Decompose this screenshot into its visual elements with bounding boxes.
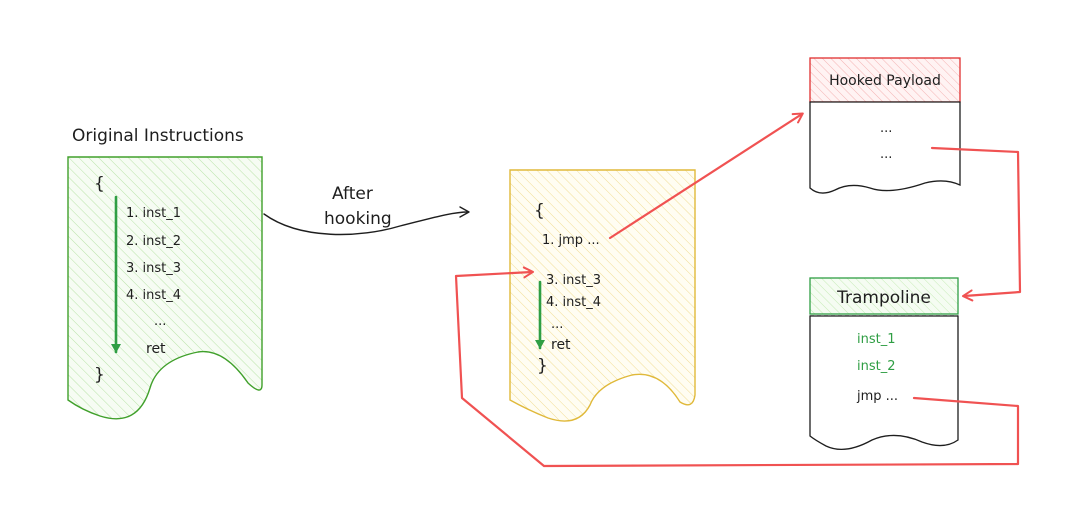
original-item: 4. inst_4 <box>126 288 181 303</box>
hooked-item: 3. inst_3 <box>546 273 601 288</box>
original-ellipsis: ... <box>154 314 166 329</box>
hooked-jmp: 1. jmp ... <box>542 233 600 248</box>
original-close-brace: } <box>94 365 105 385</box>
hooked-item: 4. inst_4 <box>546 295 601 310</box>
trampoline-return-arrow <box>454 266 1020 468</box>
payload-header <box>809 57 961 103</box>
payload-line: ... <box>880 121 892 136</box>
payload-title: Hooked Payload <box>829 73 941 89</box>
trampoline-header <box>809 277 959 315</box>
trampoline-box <box>809 315 959 451</box>
trampoline-item: inst_1 <box>857 332 896 347</box>
original-title: Original Instructions <box>72 126 244 146</box>
original-open-brace: { <box>94 174 105 194</box>
hooked-open-brace: { <box>534 201 545 221</box>
hooked-ret: ret <box>551 337 571 353</box>
payload-box <box>809 101 961 194</box>
trampoline-item: inst_2 <box>857 359 896 374</box>
trampoline-jmp: jmp ... <box>856 389 898 404</box>
transition-label-line2: hooking <box>324 209 392 229</box>
payload-to-trampoline-arrow <box>930 146 1022 302</box>
original-item: 3. inst_3 <box>126 261 181 276</box>
after-hooking-arrow <box>263 206 470 236</box>
original-item: 1. inst_1 <box>126 206 181 221</box>
transition-label-line1: After <box>332 184 373 204</box>
hooked-ellipsis: ... <box>551 317 563 332</box>
original-ret: ret <box>146 341 166 357</box>
trampoline-title: Trampoline <box>836 288 931 308</box>
hooked-function-box <box>509 169 696 422</box>
original-item: 2. inst_2 <box>126 234 181 249</box>
jmp-to-payload-arrow <box>608 112 804 240</box>
payload-line: ... <box>880 147 892 162</box>
hooked-close-brace: } <box>537 356 548 376</box>
